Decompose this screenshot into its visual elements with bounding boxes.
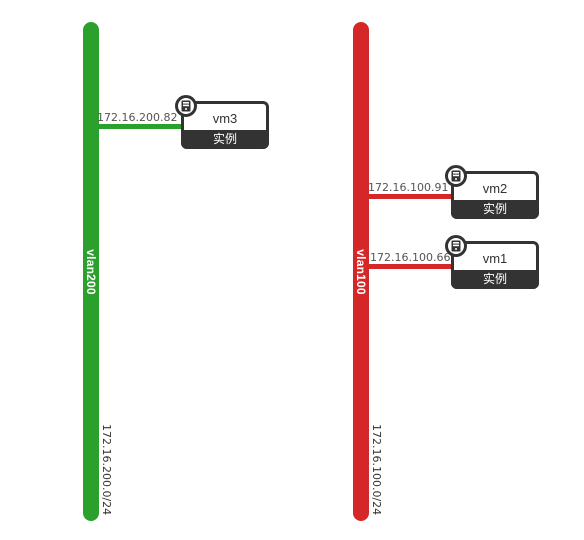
port-link-vm2 xyxy=(369,194,452,199)
network-cidr: 172.16.200.0/24 xyxy=(100,424,113,516)
port-link-vm3 xyxy=(99,124,182,129)
port-ip-label: 172.16.100.66 xyxy=(370,251,451,264)
instance-name: vm3 xyxy=(212,111,238,126)
instance-name: vm1 xyxy=(482,251,508,266)
instance-card-vm3[interactable]: vm3 实例 xyxy=(175,95,269,149)
network-name: vlan100 xyxy=(354,248,368,295)
port-ip-label: 172.16.200.82 xyxy=(97,111,178,124)
port-link-vm1 xyxy=(369,264,452,269)
network-name: vlan200 xyxy=(84,248,98,295)
instance-card-vm1[interactable]: vm1 实例 xyxy=(445,235,539,289)
instance-type-label: 实例 xyxy=(451,270,539,289)
instance-card-vm2[interactable]: vm2 实例 xyxy=(445,165,539,219)
server-icon xyxy=(175,95,197,117)
instance-type-label: 实例 xyxy=(451,200,539,219)
server-icon xyxy=(445,235,467,257)
port-ip-label: 172.16.100.91 xyxy=(368,181,449,194)
instance-name: vm2 xyxy=(482,181,508,196)
network-bar-vlan200[interactable]: vlan200 xyxy=(83,22,99,521)
server-icon xyxy=(445,165,467,187)
network-cidr: 172.16.100.0/24 xyxy=(370,424,383,516)
instance-type-label: 实例 xyxy=(181,130,269,149)
network-bar-vlan100[interactable]: vlan100 xyxy=(353,22,369,521)
